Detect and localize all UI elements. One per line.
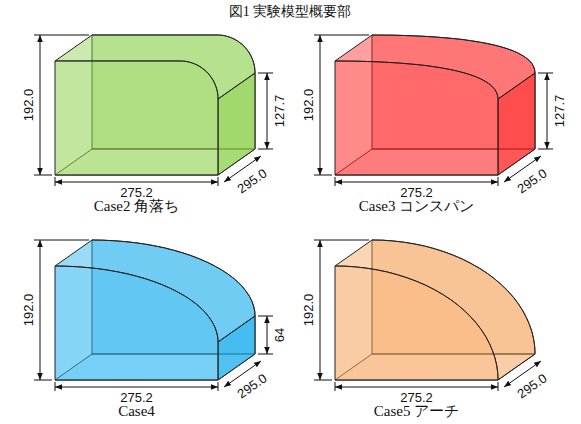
case-caption: Case4: [118, 404, 155, 419]
extension-line: [34, 240, 89, 241]
dimension-line: [40, 35, 41, 175]
extension-line: [258, 354, 273, 355]
dimension-label: 127.7: [273, 95, 286, 128]
top-surface: [335, 240, 535, 380]
dimension-line: [335, 387, 498, 388]
front-face: [55, 266, 218, 380]
case-caption: Case3 コンスパン: [359, 199, 474, 214]
extension-line: [314, 240, 369, 241]
dimension-label: 192.0: [302, 294, 315, 327]
case-caption: Case5 アーチ: [374, 404, 459, 419]
dimension-label: 192.0: [22, 89, 35, 122]
extension-line: [538, 73, 553, 74]
dimension-label: 192.0: [302, 89, 315, 122]
dimension-line: [40, 240, 41, 380]
dimension-line: [320, 240, 321, 380]
extension-line: [314, 35, 369, 36]
figure-title: 図1 実験模型概要部: [229, 5, 352, 19]
dimension-line: [55, 387, 218, 388]
dimension-line: [547, 73, 548, 149]
extension-line: [258, 73, 273, 74]
front-face: [335, 61, 498, 175]
dimension-label: 192.0: [22, 294, 35, 327]
dimension-label: 275.2: [400, 186, 433, 199]
front-face: [55, 61, 218, 175]
extension-line: [314, 175, 332, 176]
extension-line: [258, 149, 273, 150]
case-caption: Case2 角落ち: [94, 199, 179, 214]
dimension-line: [55, 182, 218, 183]
dimension-line: [267, 316, 268, 354]
dimension-label: 127.7: [553, 95, 566, 128]
dimension-line: [335, 182, 498, 183]
extension-line: [538, 149, 553, 150]
dimension-line: [320, 35, 321, 175]
extension-line: [34, 175, 52, 176]
extension-line: [258, 316, 273, 317]
dimension-label: 64: [273, 328, 286, 342]
dimension-line: [267, 73, 268, 149]
extension-line: [34, 380, 52, 381]
extension-line: [314, 380, 332, 381]
extension-line: [34, 35, 89, 36]
front-face: [335, 266, 498, 380]
dimension-label: 275.2: [120, 186, 153, 199]
dimension-label: 275.2: [120, 391, 153, 404]
dimension-label: 275.2: [400, 391, 433, 404]
